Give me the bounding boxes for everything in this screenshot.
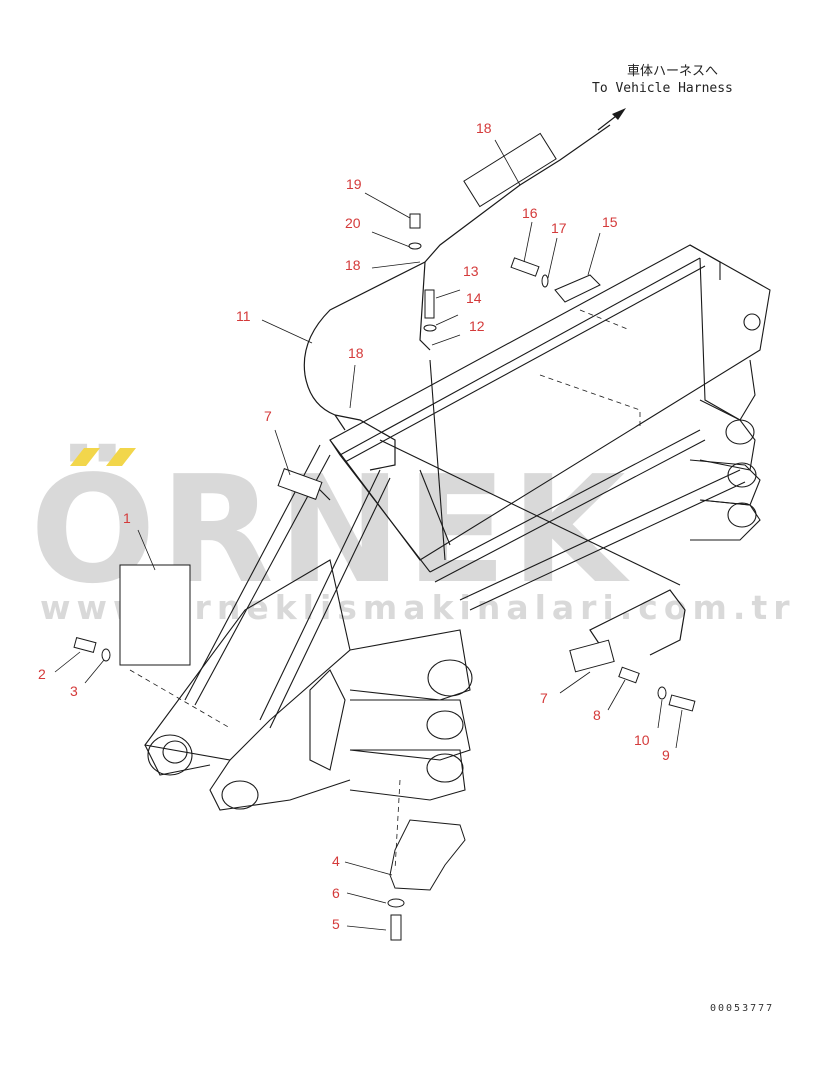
callout-4: 4 — [332, 853, 340, 869]
connectors — [119, 132, 615, 673]
callout-7-lower: 7 — [540, 690, 548, 706]
leader-lines — [54, 139, 683, 931]
callout-8: 8 — [593, 707, 601, 723]
harness-label-jp: 車体ハーネスへ — [627, 64, 719, 79]
callout-12: 12 — [469, 318, 485, 334]
callout-1: 1 — [123, 510, 131, 526]
fasteners — [73, 213, 696, 941]
callout-10: 10 — [634, 732, 650, 748]
callout-18-mid: 18 — [345, 257, 361, 273]
callout-14: 14 — [466, 290, 482, 306]
callout-13: 13 — [463, 263, 479, 279]
callout-7-upper: 7 — [264, 408, 272, 424]
wiring-harness — [279, 112, 686, 656]
umlaut-dots — [70, 448, 136, 466]
bracket-part-4 — [389, 819, 466, 891]
callout-11: 11 — [236, 308, 251, 324]
callout-17: 17 — [551, 220, 567, 236]
document-number: 00053777 — [710, 1003, 775, 1014]
reference-lines — [129, 309, 641, 871]
boom-structure — [144, 244, 771, 811]
callout-19: 19 — [346, 176, 362, 192]
callout-5: 5 — [332, 916, 340, 932]
callout-3: 3 — [70, 683, 78, 699]
harness-arrow-icon — [612, 108, 626, 120]
callout-9: 9 — [662, 747, 670, 763]
callout-16: 16 — [522, 205, 538, 221]
callout-18-low: 18 — [348, 345, 364, 361]
callout-6: 6 — [332, 885, 340, 901]
bracket-part-15 — [554, 274, 601, 303]
callout-2: 2 — [38, 666, 46, 682]
callout-18-top: 18 — [476, 120, 492, 136]
callout-15: 15 — [602, 214, 618, 230]
callout-20: 20 — [345, 215, 361, 231]
harness-label-en: To Vehicle Harness — [592, 81, 733, 96]
